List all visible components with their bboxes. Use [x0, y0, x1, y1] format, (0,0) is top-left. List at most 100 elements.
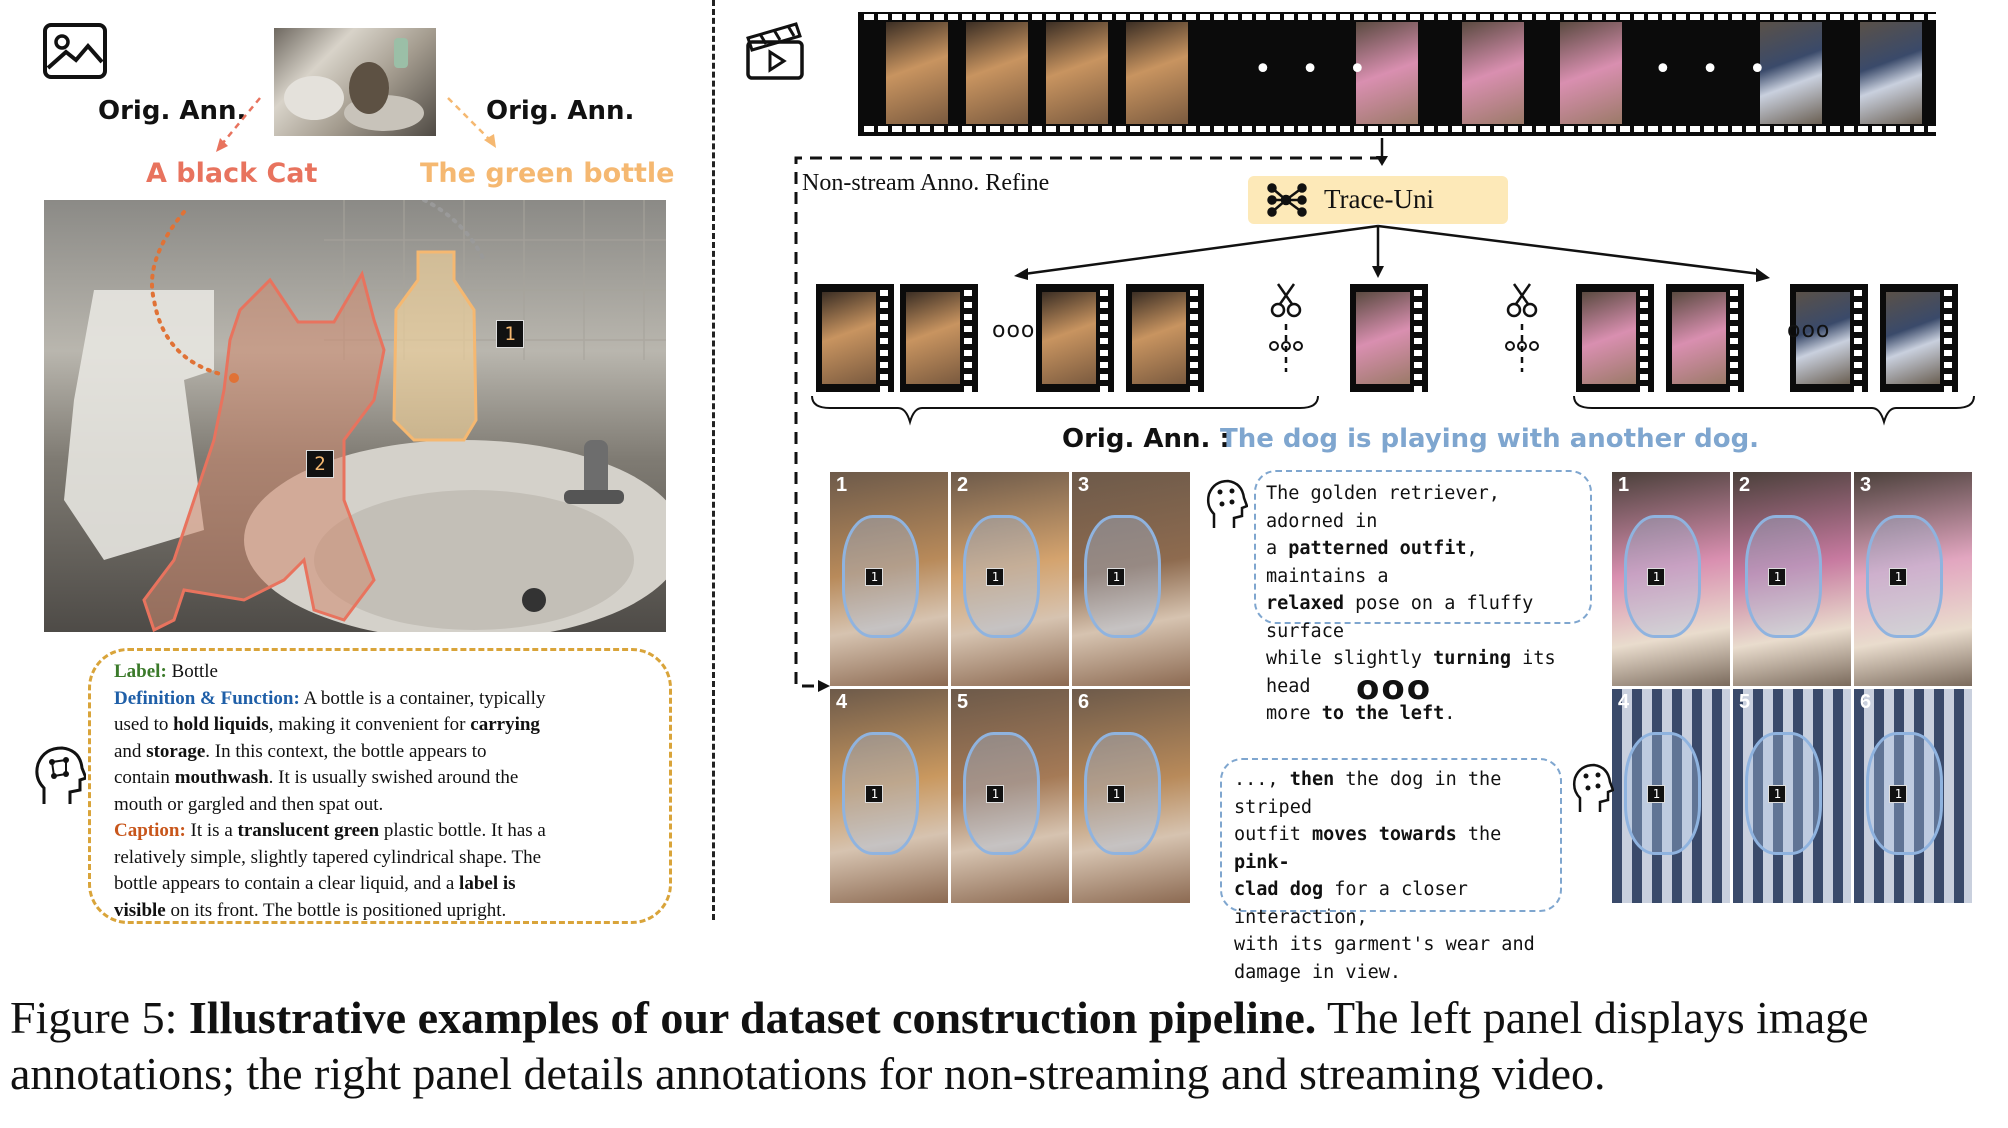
film-perforation [1676, 126, 1686, 132]
clip-perforation [880, 386, 888, 392]
film-perforation [1228, 126, 1238, 132]
film-perforation [1774, 14, 1784, 20]
film-perforation [1172, 126, 1182, 132]
def-line-2d: carrying [470, 714, 540, 735]
bb-l2d: pink- [1234, 851, 1290, 873]
film-perforation [1802, 14, 1812, 20]
top-film-frame [966, 22, 1028, 124]
clip-perforation [1944, 314, 1952, 320]
film-perforation [1130, 14, 1140, 20]
split-arrows [1014, 224, 1770, 282]
film-perforation [1214, 126, 1224, 132]
frame-number: 4 [836, 691, 848, 713]
film-perforation [1270, 126, 1280, 132]
clip-frame [822, 292, 876, 384]
orig-ann-left: Orig. Ann. [98, 96, 247, 126]
bb-l2b: moves towards [1311, 824, 1457, 845]
clip-frame [1796, 292, 1850, 384]
clip-perforation [964, 350, 972, 356]
film-perforation [1116, 14, 1126, 20]
film-perforation [1214, 14, 1224, 20]
bubble-ooo: ooo [1356, 668, 1433, 708]
film-perforation [1200, 126, 1210, 132]
film-perforation [1018, 126, 1028, 132]
bb-l3b: for a closer interaction, [1234, 879, 1468, 928]
thumbnail-image [274, 28, 436, 136]
film-perforation [1844, 126, 1854, 132]
clip-frame [1672, 292, 1726, 384]
film-perforation [1172, 14, 1182, 20]
clip-perforation [1414, 314, 1422, 320]
cap-line-3b: label is [459, 873, 516, 894]
film-perforation [1704, 126, 1714, 132]
film-perforation [962, 126, 972, 132]
clip-perforation [1640, 326, 1648, 332]
film-perforation [1872, 126, 1882, 132]
film-perforation [920, 14, 930, 20]
clip-perforation [964, 374, 972, 380]
film-perforation [1438, 14, 1448, 20]
label-value: Bottle [171, 661, 218, 682]
film-perforation [1158, 126, 1168, 132]
top-film-frame [1760, 22, 1822, 124]
object-tag: 1 [1768, 568, 1787, 587]
def-line-3b: storage [146, 740, 206, 762]
clip-perforation [1640, 350, 1648, 356]
object-tag: 1 [986, 568, 1005, 587]
film-perforation [1032, 126, 1042, 132]
clip-perforation [1730, 386, 1738, 392]
clip-perforation [964, 302, 972, 308]
video-clapper-icon [746, 22, 804, 80]
clip-perforation [1190, 386, 1198, 392]
film-perforation [1634, 14, 1644, 20]
clip-frame [1042, 292, 1096, 384]
film-perforation [1368, 14, 1378, 20]
clip-perforation [1854, 362, 1862, 368]
object-tag: 1 [986, 785, 1005, 804]
clip-perforation [1730, 350, 1738, 356]
film-perforation [1060, 14, 1070, 20]
definition-key: Definition & Function: [114, 687, 300, 709]
bt-l4b: turning [1433, 648, 1512, 669]
film-perforation [1746, 14, 1756, 20]
clip-perforation [1100, 374, 1108, 380]
clip-perforation [1414, 386, 1422, 392]
frame-number: 1 [1618, 474, 1630, 496]
clip-perforation [1190, 314, 1198, 320]
dog-mask [1083, 514, 1161, 639]
object-tag: 1 [1647, 785, 1666, 804]
clip-perforation [1730, 326, 1738, 332]
def-line-4c: . It is usually swished around the [268, 767, 519, 788]
clip-perforation [1414, 290, 1422, 296]
film-perforation [1004, 126, 1014, 132]
film-perforation [1424, 14, 1434, 20]
clip-perforation [1640, 314, 1648, 320]
clip-perforation [1944, 374, 1952, 380]
clip-perforation [880, 350, 888, 356]
label-cat: A black Cat [146, 158, 318, 189]
clip-perforation [880, 362, 888, 368]
def-line-4a: contain [114, 767, 175, 788]
routing-lines [794, 138, 1388, 692]
film-perforation [1382, 14, 1392, 20]
film-perforation [1088, 14, 1098, 20]
film-perforation [1116, 126, 1126, 132]
film-perforation [990, 14, 1000, 20]
film-perforation [1788, 126, 1798, 132]
cap-line-2: relatively simple, slightly tapered cyli… [114, 846, 542, 868]
object-tag: 1 [1889, 568, 1908, 587]
clip-frame [1886, 292, 1940, 384]
film-perforation [1662, 126, 1672, 132]
film-perforation [976, 126, 986, 132]
film-perforation [1242, 14, 1252, 20]
clip-perforation [1190, 302, 1198, 308]
clip-frame [1356, 292, 1410, 384]
clip-frame [1132, 292, 1186, 384]
film-perforation [1886, 126, 1896, 132]
cap-line-1b: translucent green [237, 820, 380, 841]
film-perforation [1256, 14, 1266, 20]
film-perforation [1144, 14, 1154, 20]
frame-number: 3 [1078, 474, 1090, 496]
top-film-frame [1046, 22, 1108, 124]
